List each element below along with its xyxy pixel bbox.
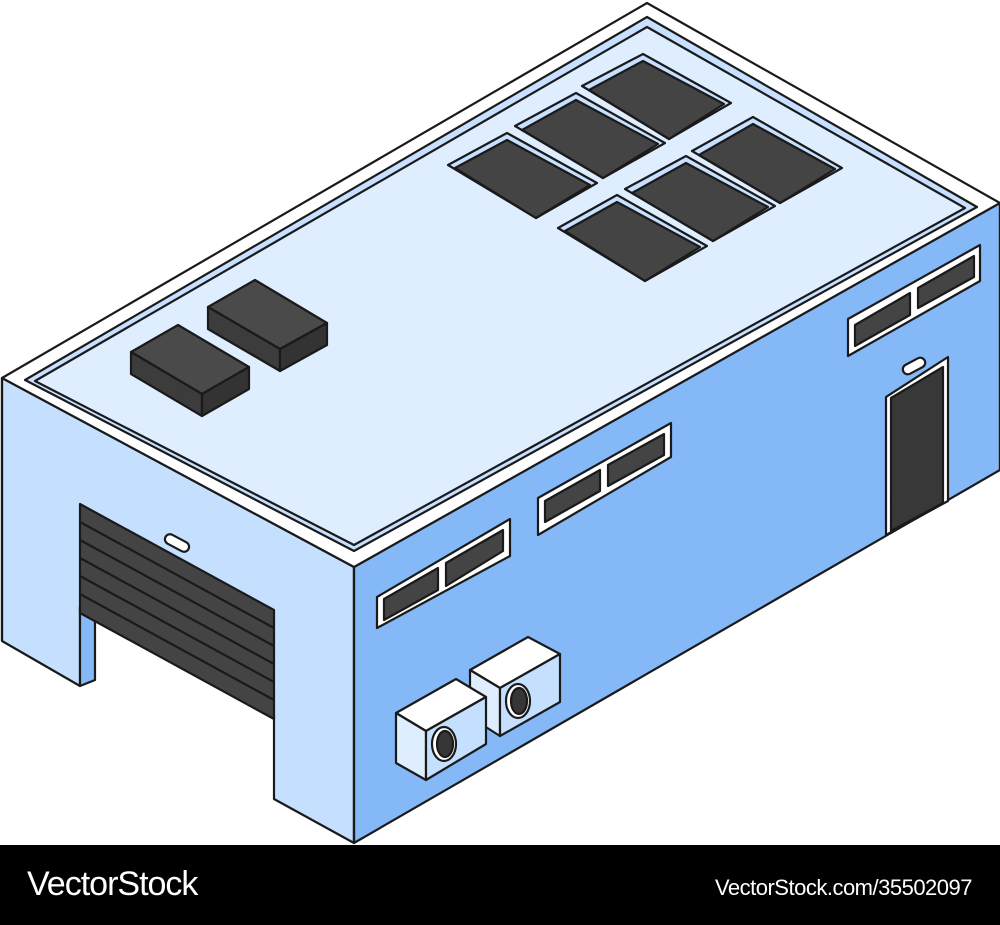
roof-vent [206, 278, 329, 373]
garage-door [78, 502, 276, 721]
side-window [536, 421, 673, 537]
garage-light-icon [163, 533, 191, 553]
skylight [556, 193, 709, 283]
warehouse-illustration [0, 1, 1000, 845]
skylight [580, 52, 733, 141]
side-door[interactable] [884, 355, 950, 537]
roof-vent [129, 323, 251, 418]
skylight [446, 131, 599, 220]
left-wall [0, 376, 356, 845]
skylight [690, 115, 844, 205]
side-window [846, 243, 982, 358]
skylight [623, 154, 777, 243]
stock-watermark-banner: VectorStock VectorStock.com/35502097 [0, 845, 1000, 925]
ac-unit [394, 677, 488, 782]
side-window [375, 517, 512, 630]
fan-icon [509, 686, 529, 716]
brand-logo: VectorStock [27, 865, 198, 903]
skylights [446, 52, 844, 283]
right-wall [352, 201, 1000, 845]
ac-unit [468, 635, 562, 738]
fan-icon [435, 729, 455, 759]
roof [0, 1, 1000, 569]
stock-image-id: VectorStock.com/35502097 [714, 875, 973, 900]
door-light-icon [901, 356, 927, 376]
skylight [513, 91, 667, 180]
